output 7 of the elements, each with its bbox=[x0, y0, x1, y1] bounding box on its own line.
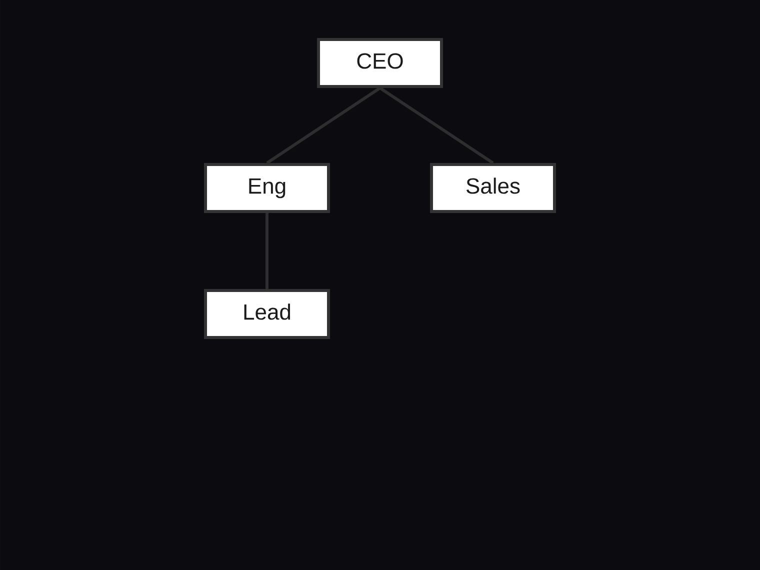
connector-line bbox=[266, 86, 381, 164]
org-box: Lead bbox=[204, 289, 330, 339]
org-box: Eng bbox=[204, 163, 330, 213]
org-box: CEO bbox=[317, 38, 443, 88]
org-box: Sales bbox=[430, 163, 556, 213]
connector-line bbox=[266, 213, 268, 289]
connector-line bbox=[379, 86, 494, 164]
